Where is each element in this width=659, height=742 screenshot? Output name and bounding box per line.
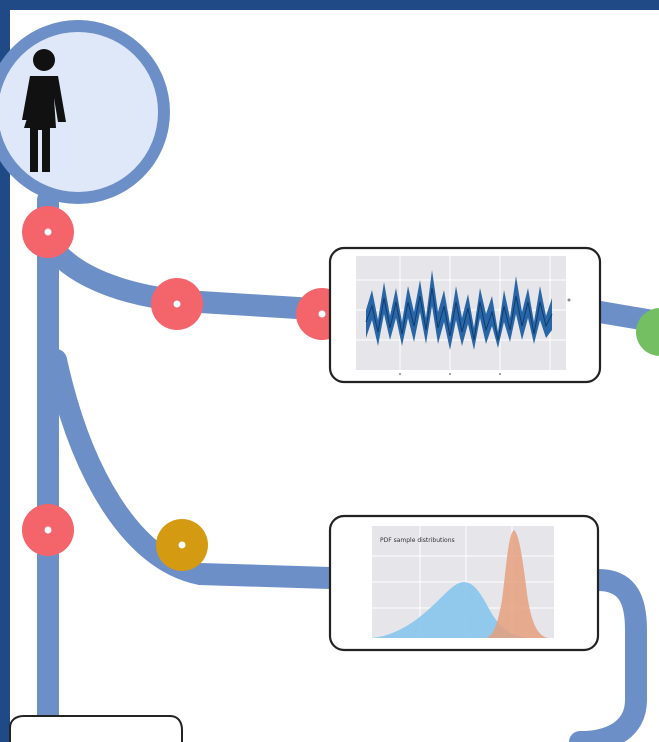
- distribution-blue-density: [372, 582, 528, 638]
- distribution-caption: PDF sample distributions: [380, 537, 455, 544]
- waypoint-lower-branch[interactable]: [156, 519, 208, 571]
- bottom-left-card[interactable]: [9, 715, 183, 742]
- timeseries-ticks: [399, 298, 571, 375]
- distribution-orange-density: [486, 530, 548, 638]
- waypoint-left-lower[interactable]: [22, 504, 74, 556]
- frame-left: [0, 0, 10, 742]
- track-lower-exit: [569, 569, 647, 742]
- distribution-card[interactable]: PDF sample distributions: [328, 514, 600, 652]
- timeseries-card[interactable]: [328, 246, 602, 384]
- waypoint-top-left[interactable]: [22, 206, 74, 258]
- waypoint-right-edge[interactable]: [636, 308, 659, 356]
- waypoint-upper-branch-1[interactable]: [151, 278, 203, 330]
- frame-top: [0, 0, 659, 10]
- person-icon: [22, 49, 66, 172]
- timeseries-line: [365, 287, 553, 341]
- timeseries-band: [366, 270, 552, 350]
- person-node: [0, 20, 170, 204]
